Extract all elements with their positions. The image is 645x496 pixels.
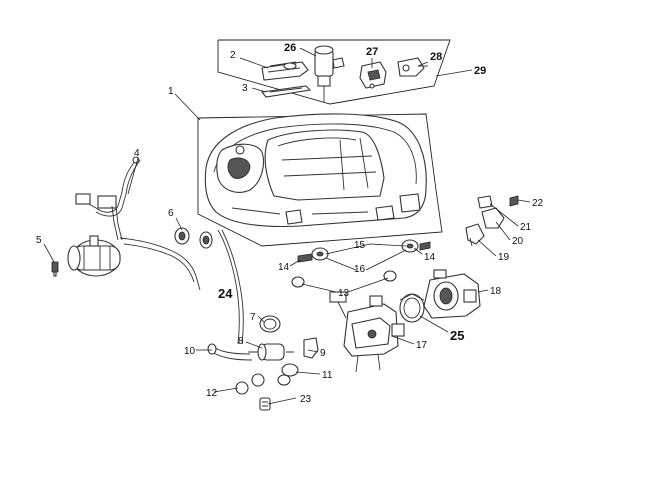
part-19-injector xyxy=(465,223,485,247)
part-1-fuel-tank xyxy=(197,113,443,247)
callout-25: 25 xyxy=(450,328,464,343)
callout-8: 8 xyxy=(238,336,244,347)
callout-20: 20 xyxy=(512,236,524,247)
callout-2: 2 xyxy=(230,50,236,61)
part-4-breather-hose xyxy=(75,156,201,291)
callout-18: 18 xyxy=(490,286,502,297)
part-20-fuel-rail xyxy=(481,207,505,229)
part-13-bushings xyxy=(291,270,397,288)
part-7-hose-clamp xyxy=(259,315,281,333)
part-24-vent-hose xyxy=(217,229,244,345)
callout-9: 9 xyxy=(320,348,326,359)
callout-21: 21 xyxy=(520,222,532,233)
part-9-elbow xyxy=(303,337,319,359)
callout-labels: 1 2 3 26 27 28 29 4 5 6 24 7 8 9 10 11 1… xyxy=(36,42,544,405)
leader-lines xyxy=(43,47,531,405)
part-10-fuel-hose xyxy=(207,343,253,361)
callout-23: 23 xyxy=(300,394,312,405)
callout-3: 3 xyxy=(242,83,248,94)
callout-27: 27 xyxy=(366,46,378,58)
part-6-grommets xyxy=(174,227,213,249)
callout-7: 7 xyxy=(250,312,256,323)
callout-16: 16 xyxy=(354,264,366,275)
part-15-16-mounts xyxy=(297,239,431,263)
part-17-throttle-body xyxy=(329,291,405,373)
callout-28: 28 xyxy=(430,51,442,63)
part-4-charcoal-canister xyxy=(67,235,121,277)
part-8-fuel-filter xyxy=(248,343,294,361)
part-26-fuel-pump xyxy=(314,45,345,102)
callout-1: 1 xyxy=(168,86,174,97)
callout-22: 22 xyxy=(532,198,544,209)
callout-14-left: 14 xyxy=(278,262,290,273)
callout-12: 12 xyxy=(206,388,218,399)
callout-6: 6 xyxy=(168,208,174,219)
callout-5: 5 xyxy=(36,235,42,246)
callout-29: 29 xyxy=(474,65,486,77)
part-5-screw xyxy=(51,261,59,277)
callout-17: 17 xyxy=(416,340,428,351)
callout-14-right: 14 xyxy=(424,252,436,263)
part-23-bolt xyxy=(259,397,271,411)
callout-13: 13 xyxy=(338,288,350,299)
part-2-bracket xyxy=(261,61,309,81)
callout-11: 11 xyxy=(322,370,333,381)
callout-19: 19 xyxy=(498,252,510,263)
callout-10: 10 xyxy=(184,346,196,357)
part-12-fittings xyxy=(235,373,265,395)
part-18-throttle-body xyxy=(423,269,481,319)
callout-26: 26 xyxy=(284,42,296,54)
part-21-connector xyxy=(477,195,493,209)
top-inset-frame xyxy=(217,39,451,105)
part-11-clamp xyxy=(277,363,299,386)
callout-4: 4 xyxy=(134,148,140,159)
part-27-sender-unit xyxy=(359,61,387,89)
part-25-intake-boot xyxy=(399,293,425,323)
part-28-bracket xyxy=(397,57,428,77)
part-22-screw xyxy=(509,195,519,207)
part-3-gasket xyxy=(260,85,312,98)
callout-24: 24 xyxy=(218,286,233,301)
callout-15: 15 xyxy=(354,240,366,251)
